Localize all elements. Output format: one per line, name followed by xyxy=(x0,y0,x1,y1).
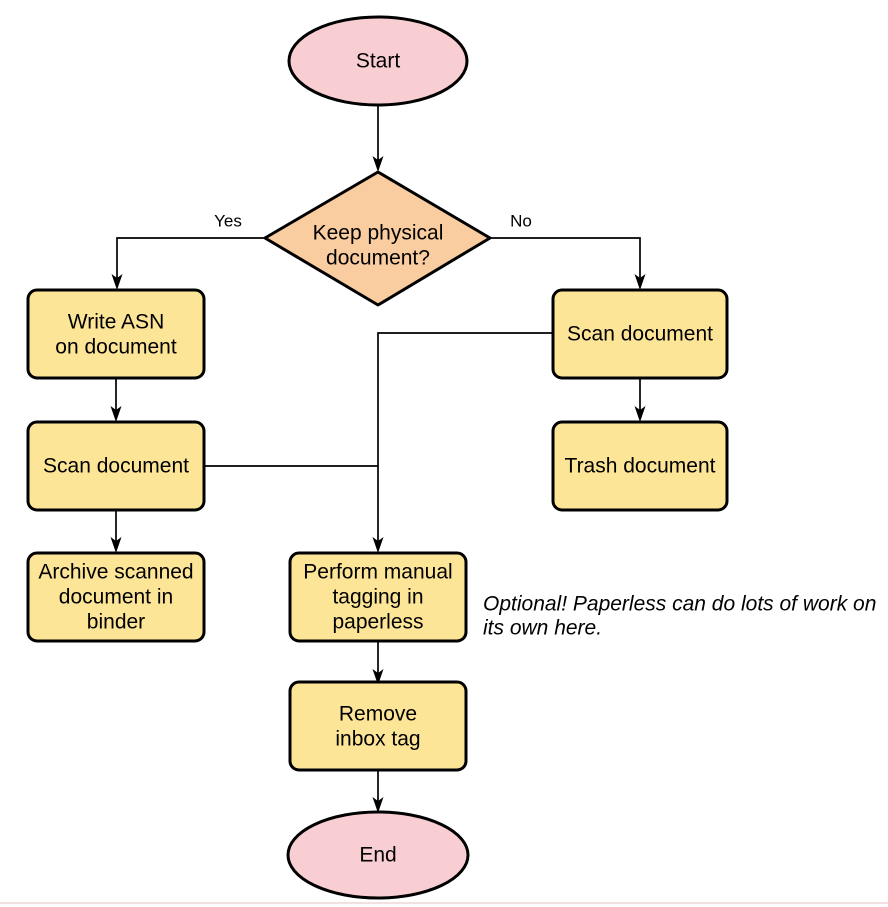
edge-scanright-to-tagging xyxy=(372,332,552,553)
node-write-asn: Write ASN on document xyxy=(26,288,206,380)
bottom-divider xyxy=(0,902,888,904)
write-asn-label-line2: on document xyxy=(55,336,177,359)
archive-process-shape xyxy=(26,551,206,643)
edge-label-no: No xyxy=(510,212,532,231)
edge-yes-branch xyxy=(111,237,266,290)
tagging-label-line3: paperless xyxy=(332,611,423,634)
node-archive-binder: Archive scanned document in binder xyxy=(26,551,206,643)
annotation-note: Optional! Paperless can do lots of work … xyxy=(483,593,876,640)
start-terminal-shape xyxy=(287,15,469,107)
scan-left-process-shape xyxy=(26,420,206,512)
remove-inbox-label-line2: inbox tag xyxy=(335,728,420,751)
edge-no-branch xyxy=(489,237,646,290)
node-scan-document-left: Scan document xyxy=(26,420,206,512)
trash-process-shape xyxy=(551,420,729,512)
scan-right-process-shape xyxy=(551,288,729,380)
decision-diamond-shape xyxy=(263,170,492,307)
node-remove-inbox-tag: Remove inbox tag xyxy=(288,680,468,772)
write-asn-label-line1: Write ASN xyxy=(68,311,164,334)
end-terminal-shape xyxy=(286,810,470,900)
archive-label-line1: Archive scanned xyxy=(38,561,193,584)
decision-label-line2: document? xyxy=(326,247,430,270)
end-label: End xyxy=(359,844,396,867)
edge-label-yes: Yes xyxy=(214,212,242,231)
annotation-line2: its own here. xyxy=(483,617,602,640)
node-manual-tagging: Perform manual tagging in paperless xyxy=(288,551,468,643)
tagging-process-shape xyxy=(288,551,468,643)
remove-inbox-process-shape xyxy=(288,680,468,772)
scan-right-label: Scan document xyxy=(567,323,713,346)
node-end: End xyxy=(286,810,470,900)
trash-label: Trash document xyxy=(565,455,716,478)
node-decision-keep-physical: Keep physical document? xyxy=(263,170,492,307)
archive-label-line2: document in xyxy=(59,586,173,609)
tagging-label-line2: tagging in xyxy=(332,586,423,609)
scan-left-label: Scan document xyxy=(43,455,189,478)
annotation-line1: Optional! Paperless can do lots of work … xyxy=(483,593,876,616)
node-trash-document: Trash document xyxy=(551,420,729,512)
tagging-label-line1: Perform manual xyxy=(303,561,452,584)
write-asn-process-shape xyxy=(26,288,206,380)
node-start: Start xyxy=(287,15,469,107)
remove-inbox-label-line1: Remove xyxy=(339,703,417,726)
start-label: Start xyxy=(356,50,401,73)
decision-label-line1: Keep physical xyxy=(313,222,444,245)
node-scan-document-right: Scan document xyxy=(551,288,729,380)
archive-label-line3: binder xyxy=(87,611,145,634)
